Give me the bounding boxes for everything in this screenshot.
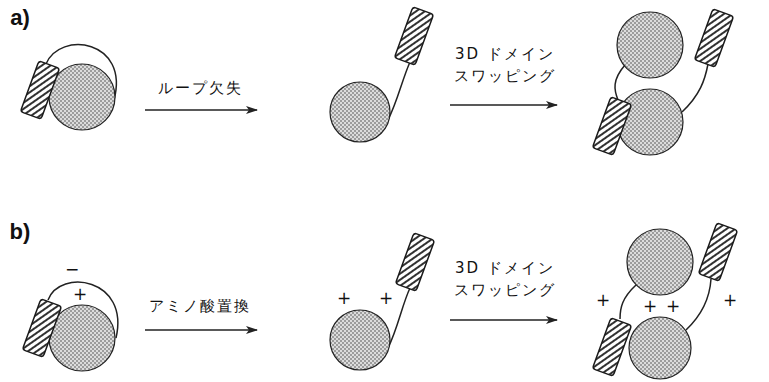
charge-sign: + [665, 298, 681, 315]
domain-circle [617, 12, 683, 78]
charge-sign: + [378, 290, 394, 307]
step-label: 3D ドメイン スワッピング [446, 258, 564, 302]
domain-circle [617, 89, 683, 155]
process-arrow [145, 109, 257, 110]
hatched-domain [592, 97, 631, 155]
charge-sign: + [722, 292, 738, 309]
domain-circle [330, 310, 390, 370]
domain-circle [330, 82, 390, 142]
charge-sign: − [64, 261, 80, 278]
hatched-domain [592, 318, 631, 376]
step-label: アミノ酸置換 [149, 297, 251, 315]
hatched-domain [22, 299, 61, 357]
hatched-domain [394, 7, 433, 65]
hatched-domain [698, 223, 737, 281]
charge-sign: + [72, 286, 88, 303]
domain-circle [627, 229, 693, 295]
hatched-domain [20, 61, 59, 119]
panel-letter: a) [10, 7, 30, 29]
hinge [620, 285, 636, 319]
hinge [388, 62, 410, 120]
hatched-domain [694, 9, 733, 67]
charge-sign: + [595, 292, 611, 309]
charge-sign: + [336, 290, 352, 307]
process-arrow [450, 104, 557, 105]
step-label: 3D ドメイン スワッピング [446, 44, 564, 88]
process-arrow [145, 329, 257, 330]
hinge [615, 65, 625, 100]
domain-circle [49, 64, 115, 130]
domain-circle [629, 317, 691, 379]
charge-sign: + [642, 298, 658, 315]
panel-letter: b) [10, 221, 31, 243]
hinge [686, 279, 711, 330]
process-arrow [450, 319, 557, 320]
step-label: ループ欠失 [158, 79, 243, 97]
hatched-domain [395, 233, 434, 291]
hinge [682, 64, 708, 112]
